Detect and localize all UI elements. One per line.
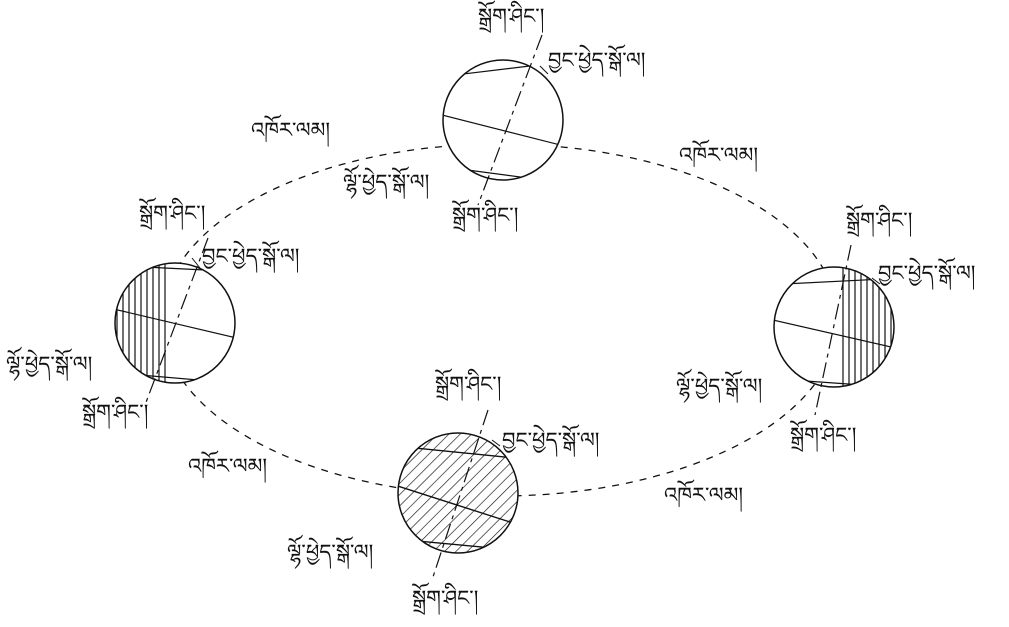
south-tropic-label-top: ལྷོ་ཕྱེད་སྒོ་ལ། [343,172,429,193]
orbit-label-lower-right: འཁོར་ལམ། [664,485,743,506]
axis-label-left-upper: སྒྲོག་ཤིང་། [139,203,205,224]
axis-label-bottom-upper: སྒྲོག་ཤིང་། [435,374,501,395]
axis-label-right-lower: སྒྲོག་ཤིང་། [790,425,856,446]
orbit-label-upper-left: འཁོར་ལམ། [251,120,330,141]
north-tropic-label-top: བྱང་ཕྱེད་སྒོ་ལ། [548,50,645,71]
orbit-label-lower-left: འཁོར་ལམ། [188,456,267,477]
axis-label-top-lower: སྒྲོག་ཤིང་། [452,205,518,226]
north-tropic-label-left: བྱང་ཕྱེད་སྒོ་ལ། [202,246,299,267]
south-tropic-label-left: ལྷོ་ཕྱེད་སྒོ་ལ། [6,354,92,375]
orbit-label-upper-right: འཁོར་ལམ། [679,145,758,166]
axis-label-right-upper: སྒྲོག་ཤིང་། [846,210,912,231]
south-tropic-label-bottom: ལྷོ་ཕྱེད་སྒོ་ལ། [287,542,373,563]
axis-label-bottom-lower: སྒྲོག་ཤིང་། [412,588,478,609]
axis-label-top-upper: སྒྲོག་ཤིང་། [478,6,544,27]
axis-label-left-lower: སྒྲོག་ཤིང་། [82,402,148,423]
north-tropic-label-right: བྱང་ཕྱེད་སྒོ་ལ། [878,263,975,284]
orbit-path [162,144,838,496]
night-hatch-vertical [110,258,170,388]
north-tropic-label-bottom: བྱང་ཕྱེད་སྒོ་ལ། [502,430,599,451]
south-tropic-label-right: ལྷོ་ཕྱེད་སྒོ་ལ། [676,376,762,397]
